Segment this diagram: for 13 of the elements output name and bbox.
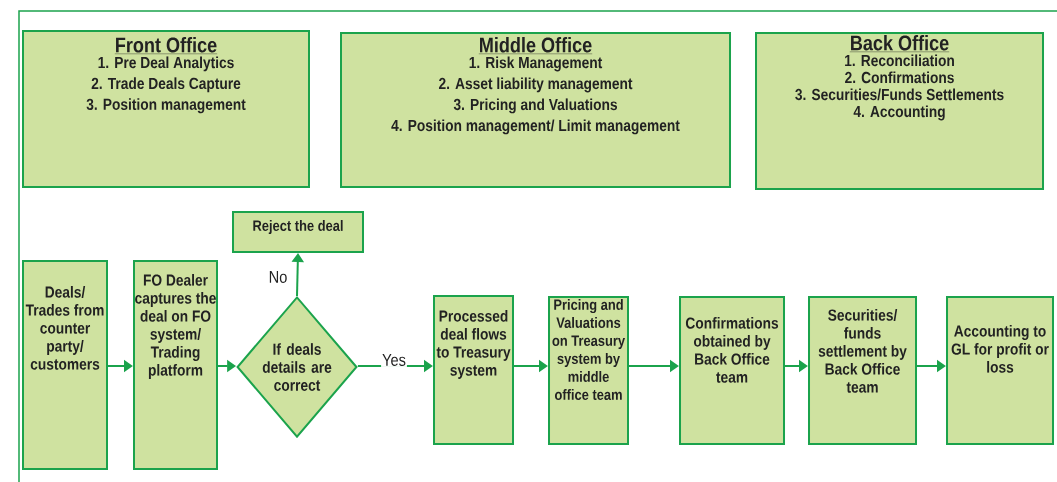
process-box: Accounting to GL for profit or loss bbox=[946, 296, 1054, 445]
process-box: FO Dealer captures the deal on FO system/ Trading platform bbox=[133, 260, 218, 470]
process-box: Processed deal flows to Treasury system bbox=[433, 295, 514, 445]
process-box: Securities/ funds settlement by Back Office team bbox=[808, 296, 917, 445]
office-box: Back Office 1. Reconciliation 2. Confirmations 3. Securities/Funds Settlements 4. Accounting bbox=[755, 32, 1044, 190]
process-box: Confirmations obtained by Back Office team bbox=[679, 296, 785, 445]
edge-label: Yes bbox=[381, 353, 407, 367]
office-box: Front Office 1. Pre Deal Analytics 2. Trade Deals Capture 3. Position management bbox=[22, 30, 310, 188]
edge-label: No bbox=[267, 270, 289, 284]
process-box: Pricing and Valuations on Treasury system by middle office team bbox=[548, 296, 629, 445]
office-box: Middle Office 1. Risk Management 2. Asset liability management 3. Pricing and Valuations 4. Position management/ Limit management bbox=[340, 32, 731, 188]
process-box: Reject the deal bbox=[232, 211, 364, 253]
process-box: Deals/ Trades from counter party/ customers bbox=[22, 260, 108, 470]
